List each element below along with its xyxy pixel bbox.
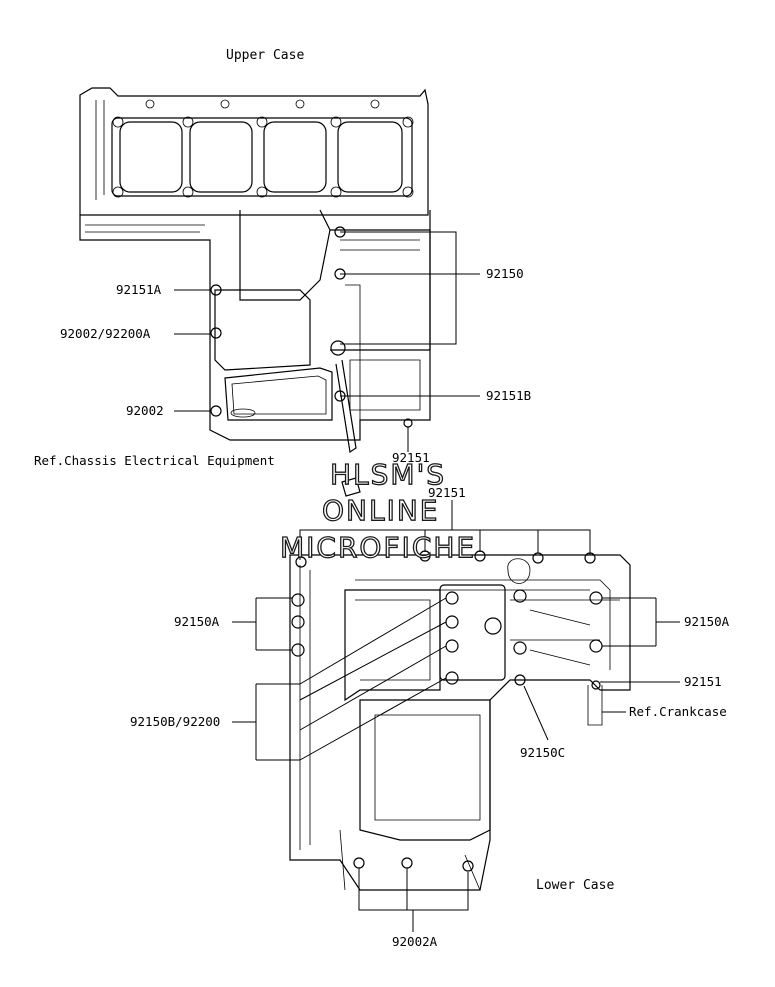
- label-92002-92200a: 92002/92200A: [60, 326, 151, 341]
- ref-chassis-electrical: Ref.Chassis Electrical Equipment: [34, 453, 275, 468]
- label-92002a: 92002A: [392, 934, 438, 949]
- lower-case-title: Lower Case: [536, 878, 614, 893]
- label-92151-mid: 92151: [428, 485, 466, 500]
- watermark-line1: HLSM'S: [330, 458, 446, 491]
- lower-case-drawing: [289, 550, 631, 891]
- label-92002: 92002: [126, 403, 164, 418]
- leader-lines: [174, 231, 680, 932]
- ref-crankcase: Ref.Crankcase: [629, 704, 727, 719]
- label-92150c: 92150C: [520, 745, 565, 760]
- watermark-line3: MICROFICHE: [280, 531, 476, 564]
- label-92151a: 92151A: [116, 282, 162, 297]
- label-92151-top: 92151: [392, 450, 430, 465]
- label-92151b: 92151B: [486, 388, 531, 403]
- label-92150: 92150: [486, 266, 524, 281]
- upper-case-drawing: [79, 87, 431, 497]
- watermark-line2: ONLINE: [322, 494, 439, 527]
- watermark: HLSM'S ONLINE MICROFICHE: [279, 457, 476, 564]
- upper-case-title: Upper Case: [226, 48, 304, 63]
- label-92151-right: 92151: [684, 674, 722, 689]
- label-92150a-left: 92150A: [174, 614, 220, 629]
- label-92150b-92200: 92150B/92200: [130, 714, 220, 729]
- label-92150a-right: 92150A: [684, 614, 730, 629]
